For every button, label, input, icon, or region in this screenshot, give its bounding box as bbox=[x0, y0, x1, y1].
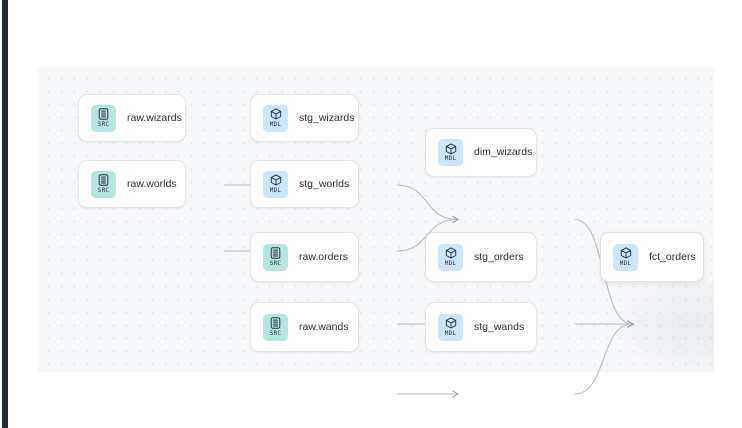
node-label: raw.wizards bbox=[127, 111, 182, 124]
cube-icon: MDL bbox=[613, 243, 638, 271]
graph-node-fct_orders[interactable]: MDL fct_orders bbox=[600, 232, 704, 282]
node-label: stg_worlds bbox=[299, 177, 350, 190]
database-icon: SRC bbox=[263, 313, 288, 341]
focused-node-glow bbox=[614, 275, 714, 372]
node-kind-label: SRC bbox=[97, 120, 110, 128]
node-label: stg_wands bbox=[474, 320, 525, 333]
node-kind-label: MDL bbox=[444, 155, 457, 163]
node-label: stg_orders bbox=[474, 250, 524, 263]
graph-node-stg_wizards[interactable]: MDL stg_wizards bbox=[250, 94, 359, 142]
cube-icon: MDL bbox=[438, 313, 463, 341]
database-icon: SRC bbox=[91, 170, 116, 198]
cube-icon: MDL bbox=[263, 170, 288, 198]
cube-icon: MDL bbox=[438, 139, 463, 166]
node-kind-label: MDL bbox=[444, 259, 457, 267]
node-kind-label: SRC bbox=[269, 329, 282, 337]
cube-icon: MDL bbox=[263, 104, 288, 132]
node-kind-label: SRC bbox=[97, 186, 110, 194]
node-label: raw.worlds bbox=[127, 177, 177, 190]
graph-node-stg_orders[interactable]: MDL stg_orders bbox=[425, 232, 537, 282]
graph-node-raw_wands[interactable]: SRC raw.wands bbox=[250, 302, 359, 352]
app-sidebar-rail[interactable] bbox=[2, 0, 8, 428]
node-kind-label: MDL bbox=[444, 329, 457, 337]
graph-edge-arrowhead bbox=[452, 390, 460, 398]
graph-node-stg_worlds[interactable]: MDL stg_worlds bbox=[250, 160, 359, 208]
node-label: stg_wizards bbox=[299, 111, 355, 124]
database-icon: SRC bbox=[263, 243, 288, 271]
node-kind-label: SRC bbox=[269, 259, 282, 267]
node-kind-label: MDL bbox=[619, 259, 632, 267]
cube-icon: MDL bbox=[438, 243, 463, 271]
graph-node-dim_wizards[interactable]: MDL dim_wizards bbox=[425, 128, 537, 177]
graph-node-raw_worlds[interactable]: SRC raw.worlds bbox=[78, 160, 186, 208]
node-label: fct_orders bbox=[649, 250, 696, 263]
node-label: raw.wands bbox=[299, 320, 349, 333]
node-label: dim_wizards bbox=[474, 146, 533, 158]
graph-node-raw_wizards[interactable]: SRC raw.wizards bbox=[78, 94, 186, 142]
database-icon: SRC bbox=[91, 104, 116, 132]
graph-node-stg_wands[interactable]: MDL stg_wands bbox=[425, 302, 537, 352]
node-kind-label: MDL bbox=[269, 120, 282, 128]
graph-node-raw_orders[interactable]: SRC raw.orders bbox=[250, 232, 359, 282]
node-label: raw.orders bbox=[299, 250, 349, 263]
node-kind-label: MDL bbox=[269, 186, 282, 194]
